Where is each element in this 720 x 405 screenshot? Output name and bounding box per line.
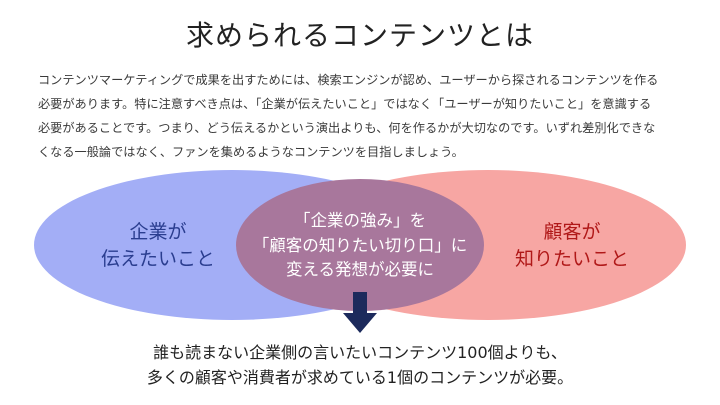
conclusion-text: 誰も読まない企業側の言いたいコンテンツ100個よりも、 多くの顧客や消費者が求め… [0, 340, 720, 390]
intro-line: くなる一般論ではなく、ファンを集めるようなコンテンツを目指しましょう。 [38, 145, 464, 159]
intro-line: 必要があることです。つまり、どう伝えるかという演出よりも、何を作るかが大切なので… [38, 121, 656, 135]
overlap-label: 「企業の強み」を 「顧客の知りたい切り口」に 変える発想が必要に [238, 209, 482, 283]
down-arrow-icon [343, 292, 377, 333]
company-label-line: 伝えたいこと [100, 248, 215, 270]
company-circle-label: 企業が 伝えたいこと [78, 219, 238, 273]
company-label-line: 企業が [129, 221, 187, 243]
customer-label-line: 知りたいこと [514, 248, 629, 270]
overlap-label-line: 変える発想が必要に [285, 260, 434, 279]
customer-circle-label: 顧客が 知りたいこと [492, 219, 652, 273]
page-title: 求められるコンテンツとは [185, 19, 534, 52]
intro-paragraph: コンテンツマーケティングで成果を出すためには、検索エンジンが認め、ユーザーから探… [38, 68, 688, 164]
overlap-region [236, 179, 484, 311]
overlap-label-line: 「企業の強み」を [294, 211, 426, 230]
intro-line: コンテンツマーケティングで成果を出すためには、検索エンジンが認め、ユーザーから探… [38, 73, 659, 87]
conclusion-line: 誰も読まない企業側の言いたいコンテンツ100個よりも、 [153, 343, 567, 362]
conclusion-line: 多くの顧客や消費者が求めている1個のコンテンツが必要。 [146, 368, 574, 387]
intro-line: 必要があります。特に注意すべき点は、「企業が伝えたいこと」ではなく「ユーザーが知… [38, 97, 652, 111]
overlap-label-line: 「顧客の知りたい切り口」に [252, 235, 468, 255]
customer-label-line: 顧客が [543, 221, 601, 243]
